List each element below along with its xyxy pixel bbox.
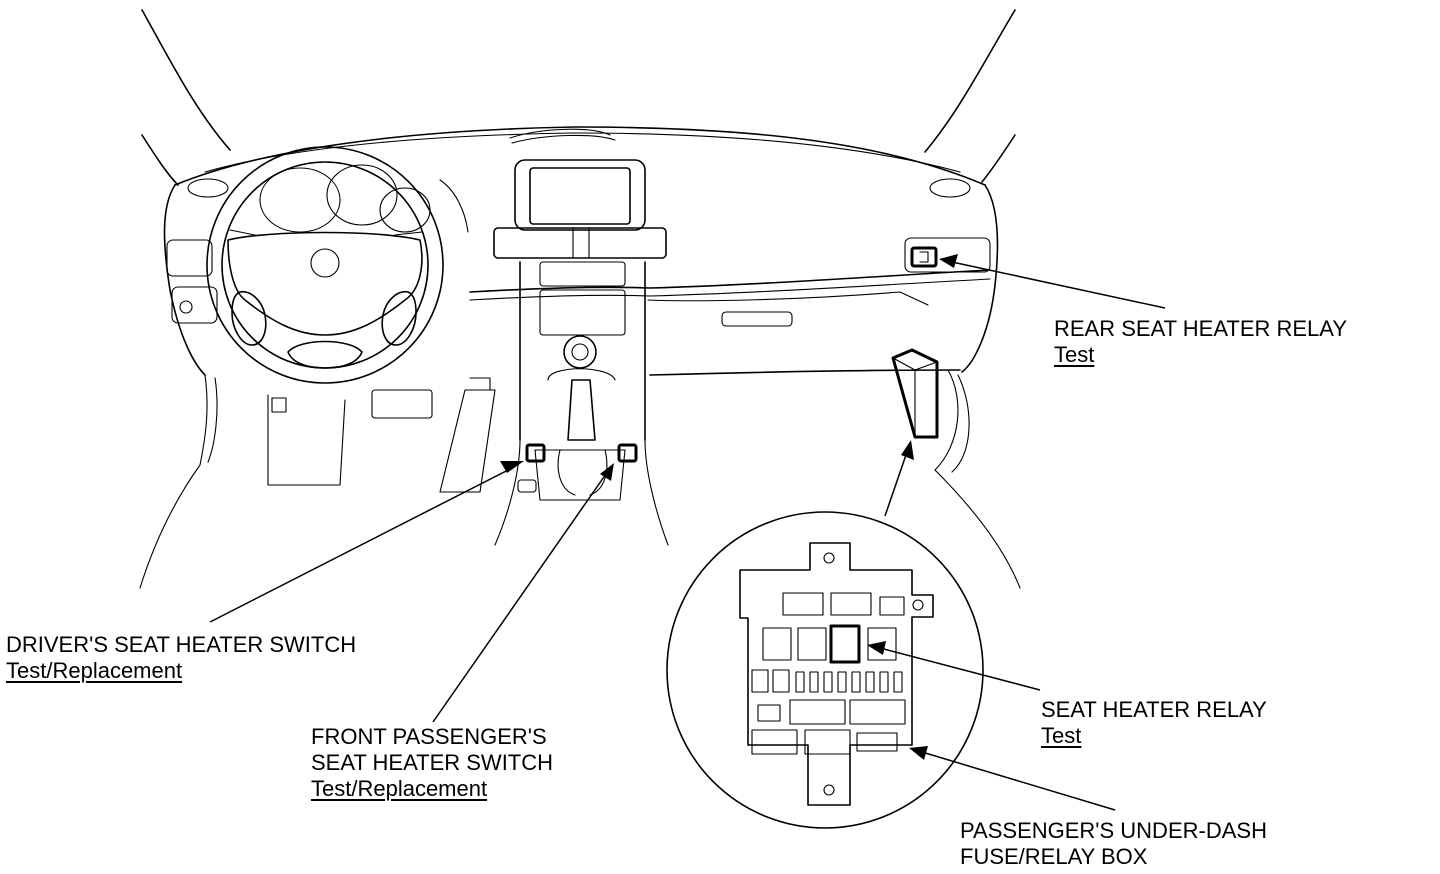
passenger-seat-heater-switch-label-1: FRONT PASSENGER'S [311, 724, 547, 749]
fuse-relay-box-label-2: FUSE/RELAY BOX [960, 844, 1148, 869]
steering-wheel [206, 146, 469, 384]
dashboard-outline [139, 126, 1021, 589]
fuse-relay-box-callout: PASSENGER'S UNDER-DASH FUSE/RELAY BOX [960, 818, 1267, 870]
passenger-seat-heater-switch-callout: FRONT PASSENGER'S SEAT HEATER SWITCH Tes… [311, 724, 553, 802]
rear-seat-heater-relay-callout: REAR SEAT HEATER RELAY Test [1054, 316, 1347, 368]
fuse-relay-box-label-1: PASSENGER'S UNDER-DASH [960, 818, 1267, 843]
center-console [493, 159, 669, 546]
passenger-seat-heater-switch-link[interactable]: Test/Replacement [311, 776, 488, 801]
rear-seat-heater-relay-test-link[interactable]: Test [1054, 342, 1095, 367]
fuse-box-detail [666, 511, 984, 829]
fuse-box-location [891, 348, 939, 439]
seat-heater-relay-test-link[interactable]: Test [1041, 723, 1082, 748]
seat-heater-relay-label: SEAT HEATER RELAY [1041, 697, 1267, 722]
seat-heater-switches [525, 443, 638, 463]
rear-seat-heater-relay [910, 246, 938, 268]
seat-heater-relay-callout: SEAT HEATER RELAY Test [1041, 697, 1267, 749]
rear-seat-heater-relay-label: REAR SEAT HEATER RELAY [1054, 316, 1348, 341]
leader-lines [209, 254, 1166, 811]
driver-seat-heater-switch-link[interactable]: Test/Replacement [6, 658, 183, 683]
windshield-pillars [141, 9, 1016, 186]
pedals [267, 377, 496, 493]
driver-seat-heater-switch-label: DRIVER'S SEAT HEATER SWITCH [6, 632, 357, 657]
driver-seat-heater-switch-callout: DRIVER'S SEAT HEATER SWITCH Test/Replace… [6, 632, 356, 684]
passenger-seat-heater-switch-label-2: SEAT HEATER SWITCH [311, 750, 554, 775]
